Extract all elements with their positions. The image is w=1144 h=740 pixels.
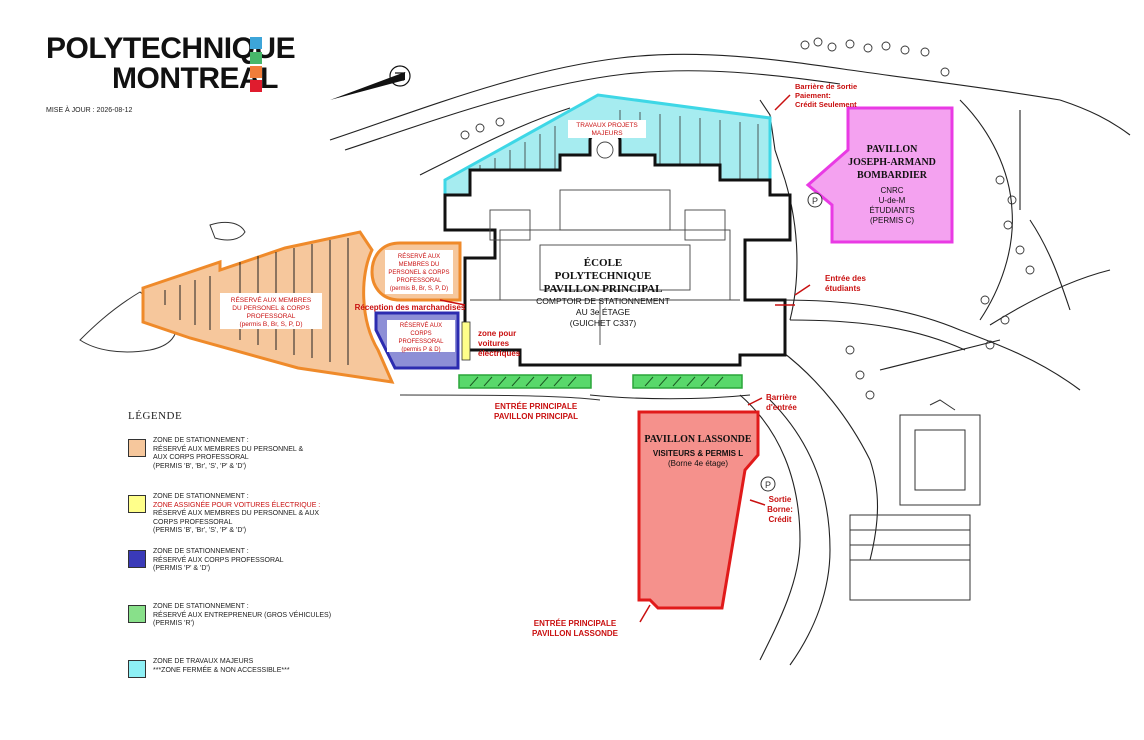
svg-text:PROFESSORAL: PROFESSORAL	[398, 339, 444, 345]
hill-outline	[79, 291, 177, 353]
svg-text:BOMBARDIER: BOMBARDIER	[857, 170, 928, 181]
legend-item-cyan: ZONE DE TRAVAUX MAJEURS ***ZONE FERMÉE &…	[128, 658, 358, 684]
legend-swatch-green	[128, 605, 146, 623]
svg-text:AU 3e ÉTAGE: AU 3e ÉTAGE	[576, 307, 630, 317]
svg-text:MAJEURS: MAJEURS	[591, 130, 623, 137]
logo-square-red	[250, 80, 262, 92]
svg-text:TRAVAUX PROJETS: TRAVAUX PROJETS	[576, 122, 638, 129]
svg-text:PROFESSORAL: PROFESSORAL	[247, 313, 296, 320]
legend-item-orange: ZONE DE STATIONNEMENT : RÉSERVÉ AUX MEMB…	[128, 437, 358, 477]
svg-text:CNRC: CNRC	[880, 186, 903, 195]
legend-item-blue: ZONE DE STATIONNEMENT : RÉSERVÉ AUX CORP…	[128, 548, 358, 580]
svg-text:étudiants: étudiants	[825, 284, 861, 293]
svg-text:Barrière: Barrière	[766, 393, 797, 402]
label-entree-principale: ENTRÉE PRINCIPALE PAVILLON PRINCIPAL	[494, 402, 578, 421]
label-reserve-blue: RÉSERVÉ AUX CORPS PROFESSORAL (permis P …	[398, 322, 444, 353]
svg-text:PAVILLON: PAVILLON	[867, 144, 919, 155]
parking-symbol-2: P	[765, 480, 771, 490]
svg-text:PAVILLON PRINCIPAL: PAVILLON PRINCIPAL	[494, 412, 578, 421]
svg-text:RÉSERVÉ AUX MEMBRES: RÉSERVÉ AUX MEMBRES	[231, 295, 312, 304]
svg-text:(Borne 4e étage): (Borne 4e étage)	[668, 459, 728, 468]
logo-square-green	[250, 52, 262, 64]
legend-swatch-yellow	[128, 495, 146, 513]
zone-entrepreneur-1	[458, 374, 592, 389]
svg-text:électriques: électriques	[478, 349, 521, 358]
label-reserve-big: RÉSERVÉ AUX MEMBRES DU PERSONEL & CORPS …	[231, 295, 312, 328]
label-zone-elec: zone pour voitures électriques	[478, 329, 521, 358]
svg-text:ÉTUDIANTS: ÉTUDIANTS	[869, 206, 914, 215]
svg-text:PAVILLON LASSONDE: PAVILLON LASSONDE	[532, 629, 619, 638]
svg-text:ENTRÉE PRINCIPALE: ENTRÉE PRINCIPALE	[534, 619, 617, 628]
svg-text:(permis B, Br, S, P, D): (permis B, Br, S, P, D)	[390, 286, 448, 292]
pavillon-bombardier	[805, 106, 954, 244]
svg-text:U-de-M: U-de-M	[879, 196, 906, 205]
north-arrow-icon	[330, 65, 411, 100]
label-reserve-small: RÉSERVÉ AUX MEMBRES DU PERSONEL & CORPS …	[388, 253, 449, 292]
label-entree-etudiants: Entrée des étudiants	[825, 274, 866, 293]
svg-text:RÉSERVÉ AUX: RÉSERVÉ AUX	[398, 253, 440, 260]
svg-text:Entrée des: Entrée des	[825, 274, 866, 283]
svg-text:PERSONEL & CORPS: PERSONEL & CORPS	[388, 270, 449, 276]
legend-title: LÉGENDE	[128, 410, 183, 422]
road-network	[329, 53, 1131, 666]
svg-text:(PERMIS C): (PERMIS C)	[870, 216, 914, 225]
arrows	[439, 94, 811, 623]
legend-swatch-blue	[128, 550, 146, 568]
legend-swatch-cyan	[128, 660, 146, 678]
svg-text:voitures: voitures	[478, 339, 510, 348]
svg-text:Crédit: Crédit	[768, 515, 791, 524]
svg-text:(permis P & D): (permis P & D)	[401, 347, 440, 353]
label-sortie-borne: Sortie Borne: Crédit	[767, 495, 793, 524]
svg-text:Crédit Seulement: Crédit Seulement	[795, 100, 857, 109]
label-lassonde-sub: VISITEURS & PERMIS L (Borne 4e étage)	[653, 449, 743, 468]
label-travaux: TRAVAUX PROJETS MAJEURS	[576, 122, 638, 137]
svg-text:(GUICHET C337): (GUICHET C337)	[570, 318, 637, 328]
svg-text:DU PERSONEL & CORPS: DU PERSONEL & CORPS	[232, 305, 310, 312]
svg-text:ENTRÉE PRINCIPALE: ENTRÉE PRINCIPALE	[495, 402, 578, 411]
label-bombardier-sub: CNRC U-de-M ÉTUDIANTS (PERMIS C)	[869, 186, 914, 225]
label-lassonde: PAVILLON LASSONDE	[644, 434, 751, 445]
svg-text:PROFESSORAL: PROFESSORAL	[396, 278, 442, 284]
svg-text:(permis B, Br, S, P, D): (permis B, Br, S, P, D)	[239, 321, 302, 328]
svg-text:COMPTOIR DE STATIONNEMENT: COMPTOIR DE STATIONNEMENT	[536, 296, 670, 306]
legend-item-yellow: ZONE DE STATIONNEMENT : ZONE ASSIGNÉE PO…	[128, 493, 358, 539]
label-entree-lassonde: ENTRÉE PRINCIPALE PAVILLON LASSONDE	[532, 619, 619, 638]
svg-text:RÉSERVÉ AUX: RÉSERVÉ AUX	[400, 322, 442, 329]
zone-electrique	[461, 321, 471, 361]
svg-text:MEMBRES DU: MEMBRES DU	[399, 262, 440, 268]
logo-square-orange	[250, 66, 262, 78]
svg-text:Borne:: Borne:	[767, 505, 793, 514]
update-date: MISE À JOUR : 2026-08-12	[46, 107, 133, 114]
label-barriere-entree: Barrière d'entrée	[766, 393, 797, 412]
svg-text:zone pour: zone pour	[478, 329, 516, 338]
svg-text:Paiement:: Paiement:	[795, 91, 831, 100]
svg-text:PAVILLON PRINCIPAL: PAVILLON PRINCIPAL	[544, 283, 663, 295]
label-bombardier: PAVILLON JOSEPH-ARMAND BOMBARDIER	[848, 144, 936, 181]
svg-text:d'entrée: d'entrée	[766, 403, 797, 412]
svg-text:VISITEURS & PERMIS L: VISITEURS & PERMIS L	[653, 449, 743, 458]
legend-swatch-orange	[128, 439, 146, 457]
pavillon-lassonde	[637, 410, 760, 610]
svg-text:CORPS: CORPS	[410, 331, 431, 337]
label-barriere-sortie: Barrière de sortie Paiement: Crédit Seul…	[795, 82, 857, 109]
parking-symbols	[760, 192, 823, 492]
logo-square-blue	[250, 37, 262, 49]
legend-item-green: ZONE DE STATIONNEMENT : RÉSERVÉ AUX ENTR…	[128, 603, 358, 635]
svg-text:JOSEPH-ARMAND: JOSEPH-ARMAND	[848, 157, 936, 168]
label-reception: Réception des marchandises	[355, 303, 466, 312]
svg-text:ÉCOLE: ÉCOLE	[584, 257, 623, 269]
parking-symbol-1: P	[812, 196, 818, 206]
label-ecole: ÉCOLE POLYTECHNIQUE PAVILLON PRINCIPAL	[544, 257, 663, 295]
pavillon-principal-outline	[443, 131, 792, 367]
svg-text:Sortie: Sortie	[769, 495, 792, 504]
label-comptoir: COMPTOIR DE STATIONNEMENT AU 3e ÉTAGE (G…	[536, 296, 670, 328]
svg-text:Barrière de sortie: Barrière de sortie	[795, 82, 857, 91]
svg-text:POLYTECHNIQUE: POLYTECHNIQUE	[555, 270, 652, 282]
